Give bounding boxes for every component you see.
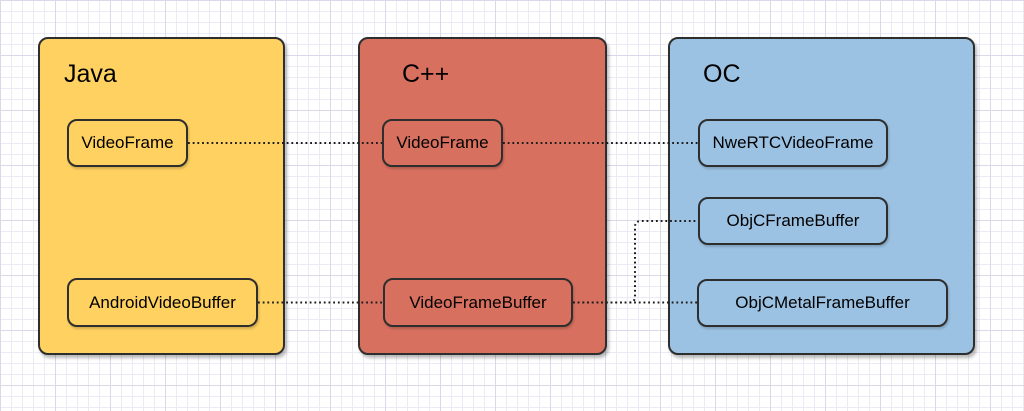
node-java-androidvideobuffer[interactable]: AndroidVideoBuffer bbox=[67, 278, 258, 327]
node-cpp-videoframebuffer-label: VideoFrameBuffer bbox=[409, 292, 547, 312]
node-java-androidvideobuffer-label: AndroidVideoBuffer bbox=[89, 292, 236, 312]
node-cpp-videoframebuffer[interactable]: VideoFrameBuffer bbox=[383, 278, 573, 327]
group-cpp-title: C++ bbox=[402, 60, 450, 88]
node-cpp-videoframe-label: VideoFrame bbox=[396, 133, 489, 152]
node-java-videoframe-label: VideoFrame bbox=[81, 133, 174, 152]
node-java-videoframe[interactable]: VideoFrame bbox=[67, 119, 188, 167]
node-oc-objcframebuffer[interactable]: ObjCFrameBuffer bbox=[698, 197, 888, 245]
group-oc-title: OC bbox=[703, 60, 741, 88]
node-oc-objcmetalframebuffer[interactable]: ObjCMetalFrameBuffer bbox=[697, 279, 948, 327]
node-oc-objcmetalframebuffer-label: ObjCMetalFrameBuffer bbox=[735, 293, 910, 312]
group-java-title: Java bbox=[64, 60, 117, 88]
node-cpp-videoframe[interactable]: VideoFrame bbox=[382, 119, 503, 167]
node-oc-nwertcvideoframe-label: NweRTCVideoFrame bbox=[712, 133, 874, 152]
node-oc-nwertcvideoframe[interactable]: NweRTCVideoFrame bbox=[698, 119, 888, 167]
node-oc-objcframebuffer-label: ObjCFrameBuffer bbox=[726, 211, 860, 230]
